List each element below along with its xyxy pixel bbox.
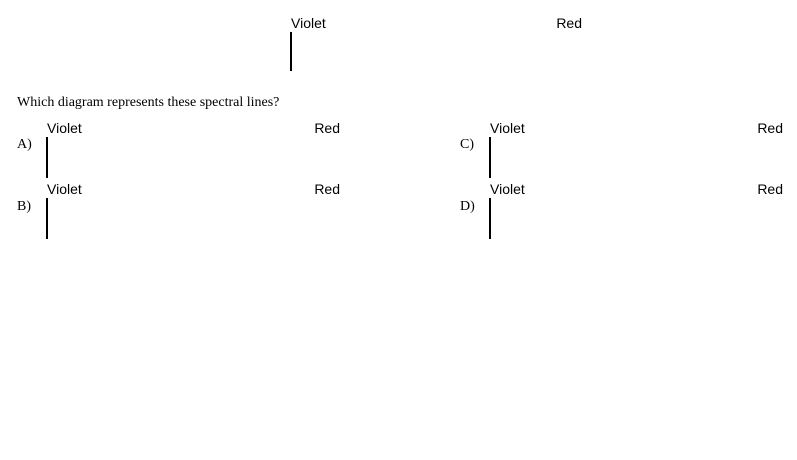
violet-label: Violet (490, 181, 525, 197)
violet-label: Violet (490, 120, 525, 136)
spectral-line (46, 138, 48, 177)
option-d-spectrum[interactable]: Violet Red (489, 181, 783, 239)
violet-label: Violet (47, 120, 82, 136)
spectrum-box (46, 137, 48, 178)
spectral-line (489, 138, 491, 177)
red-label: Red (314, 181, 340, 197)
violet-label: Violet (47, 181, 82, 197)
red-label: Red (314, 120, 340, 136)
reference-spectrum: Violet Red (290, 15, 582, 74)
question-text: Which diagram represents these spectral … (17, 95, 280, 110)
spectral-line (489, 199, 491, 238)
option-b-letter: B) (17, 199, 31, 214)
option-d-letter: D) (460, 199, 475, 214)
spectral-line (290, 33, 292, 70)
spectrum-box (489, 137, 491, 178)
option-a-spectrum[interactable]: Violet Red (46, 120, 340, 178)
red-label: Red (757, 181, 783, 197)
violet-label: Violet (291, 15, 326, 31)
option-b-spectrum[interactable]: Violet Red (46, 181, 340, 239)
spectrum-box (46, 198, 48, 239)
spectral-line (46, 199, 48, 238)
red-label: Red (556, 15, 582, 31)
option-c-spectrum[interactable]: Violet Red (489, 120, 783, 178)
spectrum-box (290, 32, 292, 71)
option-c-letter: C) (460, 137, 474, 152)
spectrum-box (489, 198, 491, 239)
red-label: Red (757, 120, 783, 136)
option-a-letter: A) (17, 137, 32, 152)
